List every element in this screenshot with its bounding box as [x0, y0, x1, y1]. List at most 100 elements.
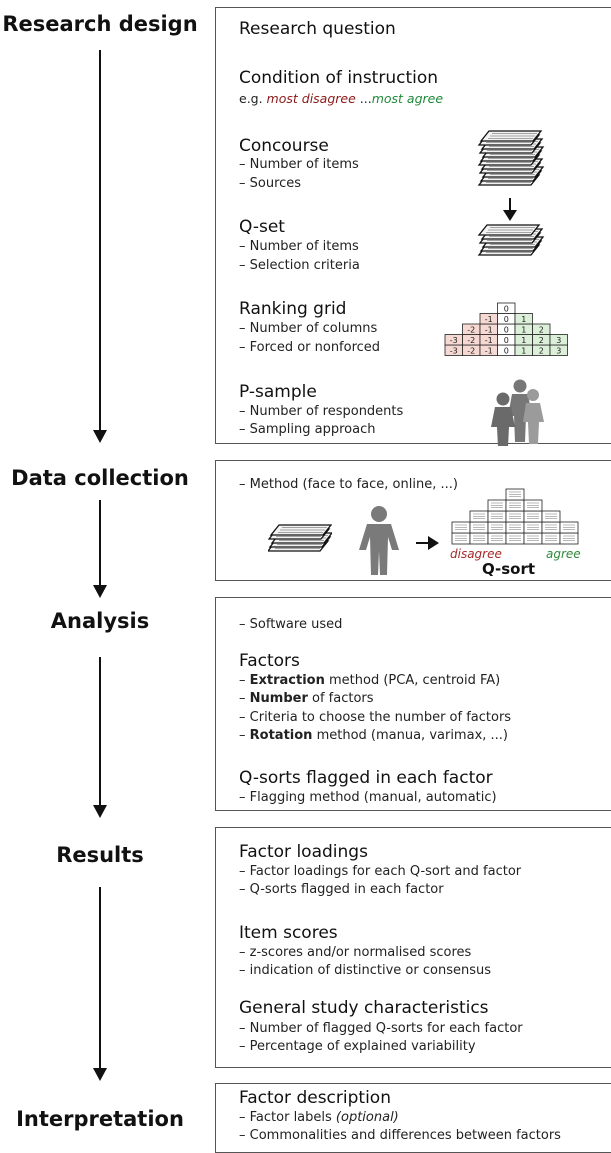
qsort-agree-label: agree — [546, 547, 581, 561]
qsort-card — [505, 510, 525, 523]
condition-example: e.g. most disagree ...most agree — [239, 91, 444, 106]
grid-cell — [514, 313, 533, 325]
grid-cell-label: 3 — [556, 336, 561, 345]
general-title: General study characteristics — [239, 998, 489, 1018]
qsort-card — [523, 532, 543, 545]
condition-disagree: most disagree — [266, 91, 356, 106]
qset-title: Q-set — [239, 217, 285, 237]
grid-cell — [549, 334, 568, 346]
stage-label-interpretation: Interpretation — [16, 1107, 184, 1131]
criteria-bullet: – Criteria to choose the number of facto… — [239, 710, 512, 725]
qset-bullet-2: – Selection criteria — [239, 258, 360, 273]
grid-cell-label: 0 — [504, 347, 509, 356]
software-bullet: – Software used — [239, 617, 343, 632]
research-question: Research question — [239, 19, 396, 39]
qsort-card — [541, 510, 561, 523]
qsort-card — [523, 510, 543, 523]
people-icon — [491, 379, 544, 446]
flagging-bullet: – Flagging method (manual, automatic) — [239, 790, 497, 805]
grid-title: Ranking grid — [239, 299, 347, 319]
qsort-card — [541, 521, 561, 534]
grid-cell-label: 1 — [521, 347, 526, 356]
card — [269, 524, 332, 536]
grid-cell-label: 1 — [521, 326, 526, 335]
loadings-title: Factor loadings — [239, 842, 368, 862]
grid-cell-label: -1 — [485, 336, 493, 345]
grid-cell — [497, 302, 516, 314]
condition-title: Condition of instruction — [239, 68, 439, 88]
grid-cell-label: 2 — [539, 336, 544, 345]
loadings-bullet-1: – Factor loadings for each Q-sort and fa… — [239, 864, 522, 879]
grid-cell-label: 0 — [504, 315, 509, 324]
extraction-bullet: – Extraction method (PCA, centroid FA) — [239, 673, 501, 688]
grid-cell-label: 1 — [521, 336, 526, 345]
card-stack-icon — [268, 524, 332, 552]
qsort-card — [505, 488, 525, 501]
card-stack-icon — [477, 130, 545, 186]
grid-cell-label: -3 — [450, 347, 458, 356]
psample-bullet-2: – Sampling approach — [239, 422, 376, 437]
stage-label-results: Results — [56, 843, 144, 867]
qsort-card — [541, 532, 561, 545]
data-collection-box: – Method (face to face, online, ...) dis… — [215, 460, 611, 581]
right-arrow-icon — [416, 536, 439, 550]
flagged-title: Q-sorts flagged in each factor — [239, 768, 493, 788]
qsort-card — [487, 499, 507, 512]
concourse-bullet-2: – Sources — [239, 176, 302, 191]
grid-cell-label: 0 — [504, 336, 509, 345]
qsort-card — [487, 521, 507, 534]
psample-title: P-sample — [239, 382, 317, 402]
qsort-grid — [451, 488, 579, 545]
general-bullet-2: – Percentage of explained variability — [239, 1039, 476, 1054]
common-bullet: – Commonalities and differences between … — [239, 1128, 561, 1143]
qsort-card — [451, 532, 471, 545]
loadings-bullet-2: – Q-sorts flagged in each factor — [239, 882, 444, 897]
grid-cell-label: 2 — [539, 326, 544, 335]
items-bullet-1: – z-scores and/or normalised scores — [239, 945, 472, 960]
number-bullet: – Number of factors — [239, 691, 374, 706]
grid-cell-label: 0 — [504, 326, 509, 335]
card — [477, 224, 541, 236]
card — [479, 130, 543, 142]
analysis-box: – Software used Factors – Extraction met… — [215, 597, 611, 811]
card-stack-icon — [477, 224, 545, 256]
qset-bullet-1: – Number of items — [239, 239, 359, 254]
qsort-card — [505, 499, 525, 512]
stage-label-analysis: Analysis — [50, 609, 150, 633]
grid-cell-label: -2 — [467, 347, 475, 356]
grid-bullet-2: – Forced or nonforced — [239, 340, 381, 355]
general-bullet-1: – Number of flagged Q-sorts for each fac… — [239, 1021, 523, 1036]
grid-cell-label: 3 — [556, 347, 561, 356]
factors-title: Factors — [239, 651, 300, 671]
interpretation-title: Factor description — [239, 1088, 391, 1108]
psample-bullet-1: – Number of respondents — [239, 404, 404, 419]
concourse-title: Concourse — [239, 136, 329, 156]
results-box: Factor loadings – Factor loadings for ea… — [215, 827, 611, 1068]
qsort-label: Q-sort — [482, 560, 536, 578]
grid-cell-label: -2 — [467, 336, 475, 345]
qsort-card — [505, 521, 525, 534]
grid-cell-label: 1 — [521, 315, 526, 324]
grid-cell-label: -3 — [450, 336, 458, 345]
qsort-card — [469, 510, 489, 523]
qsort-card — [523, 521, 543, 534]
stage-label-data-collection: Data collection — [11, 466, 189, 490]
qsort-card — [469, 532, 489, 545]
person-icon — [359, 506, 399, 575]
flow-arrowhead-3 — [93, 805, 107, 818]
grid-cell-label: 0 — [504, 305, 509, 314]
grid-bullet-1: – Number of columns — [239, 321, 378, 336]
flow-arrowhead-4 — [93, 1068, 107, 1081]
qsort-card — [559, 521, 579, 534]
items-bullet-2: – indication of distinctive or consensus — [239, 963, 491, 978]
grid-cell-label: -1 — [485, 326, 493, 335]
grid-cell-label: -2 — [467, 326, 475, 335]
condition-agree: most agree — [371, 91, 444, 106]
stage-label-research-design: Research design — [2, 12, 198, 36]
rotation-bullet: – Rotation method (manua, varimax, ...) — [239, 728, 508, 743]
grid-cell-label: 2 — [539, 347, 544, 356]
grid-cell-label: -1 — [485, 347, 493, 356]
qsort-card — [451, 521, 471, 534]
qsort-card — [505, 532, 525, 545]
